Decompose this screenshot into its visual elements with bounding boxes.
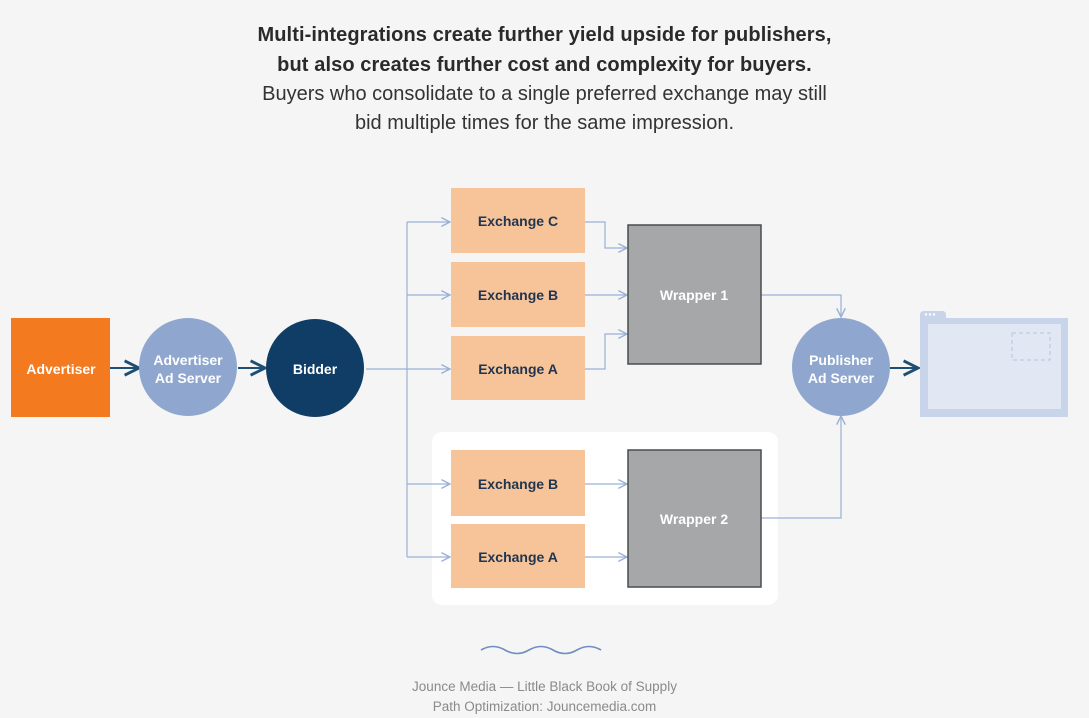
connector-lines — [366, 222, 841, 557]
bidder-label: Bidder — [293, 361, 338, 377]
exchange-c-label: Exchange C — [478, 213, 558, 229]
subheadline-line-1: Buyers who consolidate to a single prefe… — [262, 83, 827, 105]
exchange-c-node-group-1: Exchange C — [451, 188, 585, 253]
exchange-a-label-2: Exchange A — [478, 549, 558, 565]
wrapper-1-node: Wrapper 1 — [627, 224, 762, 365]
wrapper-2-node: Wrapper 2 — [627, 449, 762, 588]
subheadline-line-2: bid multiple times for the same impressi… — [354, 112, 735, 134]
advertiser-ad-server-label-2: Ad Server — [155, 370, 222, 386]
publisher-ad-server-label-2: Ad Server — [808, 370, 875, 386]
publisher-ad-server-node: Publisher Ad Server — [792, 318, 890, 416]
bidder-node: Bidder — [266, 319, 364, 417]
exchange-b-node-group-1: Exchange B — [451, 262, 585, 327]
browser-window-icon — [920, 311, 1068, 417]
exchange-a-node-group-2: Exchange A — [451, 524, 585, 588]
exchange-b-label-2: Exchange B — [478, 476, 558, 492]
advertiser-ad-server-node: Advertiser Ad Server — [139, 318, 237, 416]
headline-line-2: but also creates further cost and comple… — [277, 54, 812, 76]
footer-source: Path Optimization: Jouncemedia.com — [432, 699, 657, 714]
wave-divider-icon — [480, 645, 602, 655]
exchange-a-label: Exchange A — [478, 361, 558, 377]
exchange-a-node-group-1: Exchange A — [451, 336, 585, 400]
wrapper-1-label: Wrapper 1 — [660, 287, 728, 303]
advertiser-ad-server-label-1: Advertiser — [153, 352, 223, 368]
advertiser-label: Advertiser — [26, 361, 96, 377]
publisher-ad-server-label-1: Publisher — [809, 352, 873, 368]
footer: Jounce Media — Little Black Book of Supp… — [0, 677, 1089, 717]
footer-credit: Jounce Media — Little Black Book of Supp… — [412, 679, 677, 694]
header: Multi-integrations create further yield … — [0, 20, 1089, 138]
exchange-b-label: Exchange B — [478, 287, 558, 303]
headline-line-1: Multi-integrations create further yield … — [257, 24, 832, 46]
advertiser-node: Advertiser — [11, 318, 110, 417]
wrapper-2-label: Wrapper 2 — [660, 511, 728, 527]
exchange-b-node-group-2: Exchange B — [451, 450, 585, 516]
